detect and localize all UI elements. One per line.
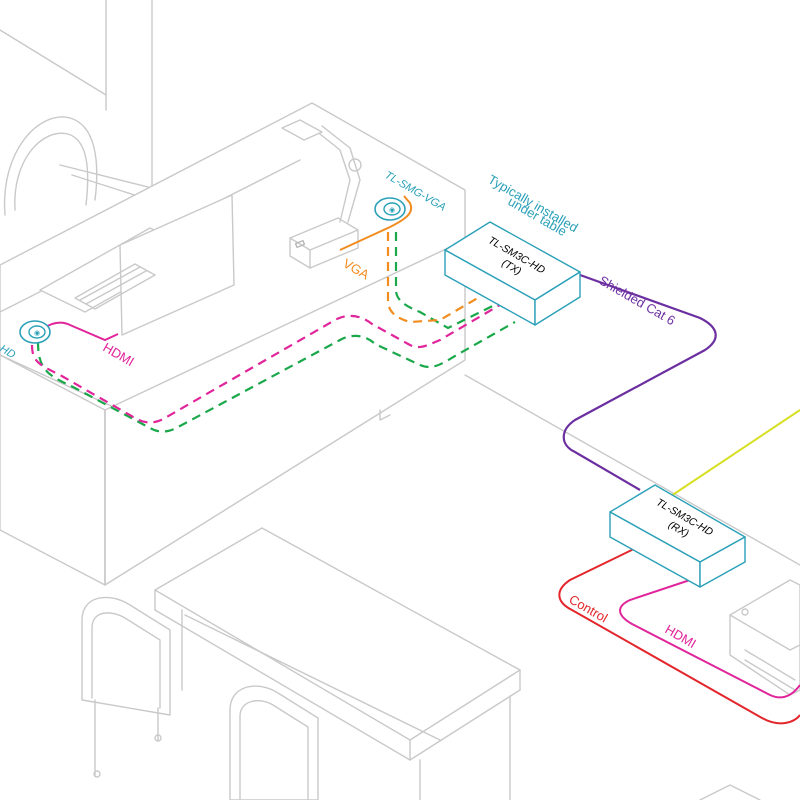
cable-hdmi-rx <box>619 568 800 699</box>
wall-plate-hd: ◉ <box>19 320 51 344</box>
cable-green-main <box>36 321 516 433</box>
control-label: Control <box>567 592 611 626</box>
student-chair-1 <box>81 596 171 778</box>
laptop <box>39 194 235 336</box>
tx-extender: TL-SM3C-HD (TX) <box>444 221 581 326</box>
projector <box>699 579 800 800</box>
cable-cat6 <box>562 273 717 491</box>
rx-extender: TL-SM3C-HD (RX) <box>609 484 746 588</box>
hdmi-rx-label: HDMI <box>663 622 699 652</box>
cable-vga-cam <box>339 195 413 251</box>
cable-runs <box>30 232 526 433</box>
document-camera <box>281 119 362 269</box>
cable-yellow <box>664 409 800 501</box>
cable-control <box>558 545 800 725</box>
solid-cables <box>37 195 800 725</box>
cable-hdmi-laptop <box>37 321 119 342</box>
wall-plate-vga: ◉ <box>374 197 406 221</box>
cable-orange-vga <box>386 232 501 324</box>
student-desk <box>154 527 521 800</box>
plate-hd-icon: ◉ <box>34 330 40 337</box>
plate-vga-icon: ◉ <box>389 207 395 214</box>
student-chair-2 <box>229 685 319 800</box>
cable-pink-main <box>30 301 506 424</box>
cable-green-vga <box>394 232 526 330</box>
shielded-cat6-label: Shielded Cat 6 <box>597 273 678 329</box>
